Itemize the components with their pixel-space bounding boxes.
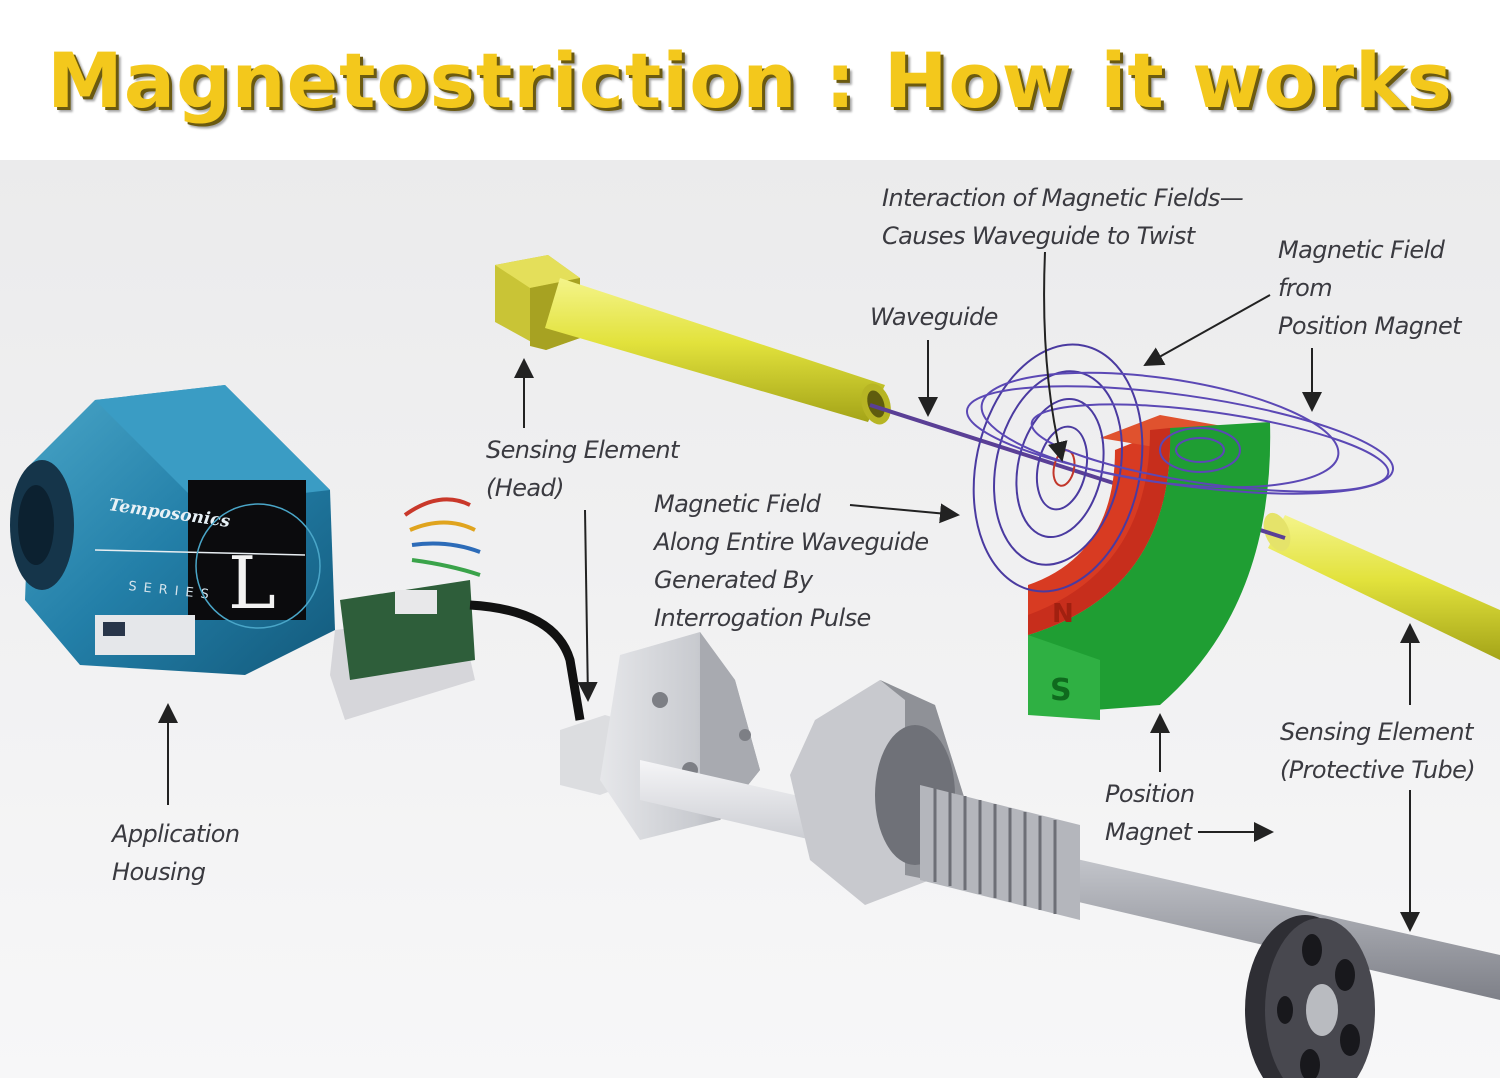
position-magnet-field-rings [966,371,1394,495]
label-waveguide: Waveguide [870,303,998,417]
position-magnet-arc: N S [1028,415,1271,720]
label-sensing-element-protective-tube: Sensing Element(Protective Tube) [1280,623,1476,932]
waveguide-outer-tube [545,278,891,425]
svg-text:Sensing Element(Head): Sensing Element(Head) [486,436,681,502]
waveguide-field-rings [972,343,1144,593]
label-interaction-of-fields: Interaction of Magnetic Fields—Causes Wa… [882,184,1244,462]
position-magnet-ring [1245,915,1375,1078]
label-sensing-element-head: Sensing Element(Head) [486,358,682,702]
svg-text:Sensing Element(Protective Tub: Sensing Element(Protective Tube) [1280,718,1475,784]
housing-wires [403,497,585,721]
svg-text:Waveguide: Waveguide [870,303,998,331]
brand-label-panel [188,480,306,620]
housing-series-letter: L [228,541,276,625]
magnet-north-pole: N [1052,599,1074,629]
magnet-south-pole: S [1050,673,1072,708]
application-housing-body: Temposonics L SERIES [10,385,475,720]
threaded-fitting [920,785,1080,920]
svg-text:Interaction of Magnetic Fields: Interaction of Magnetic Fields—Causes Wa… [882,184,1243,250]
slide-title: Magnetostriction : How it works [47,35,1453,125]
protective-tube-segment [1263,512,1500,660]
magnetostriction-diagram: N S Temposonics L SERIES [0,160,1500,1078]
